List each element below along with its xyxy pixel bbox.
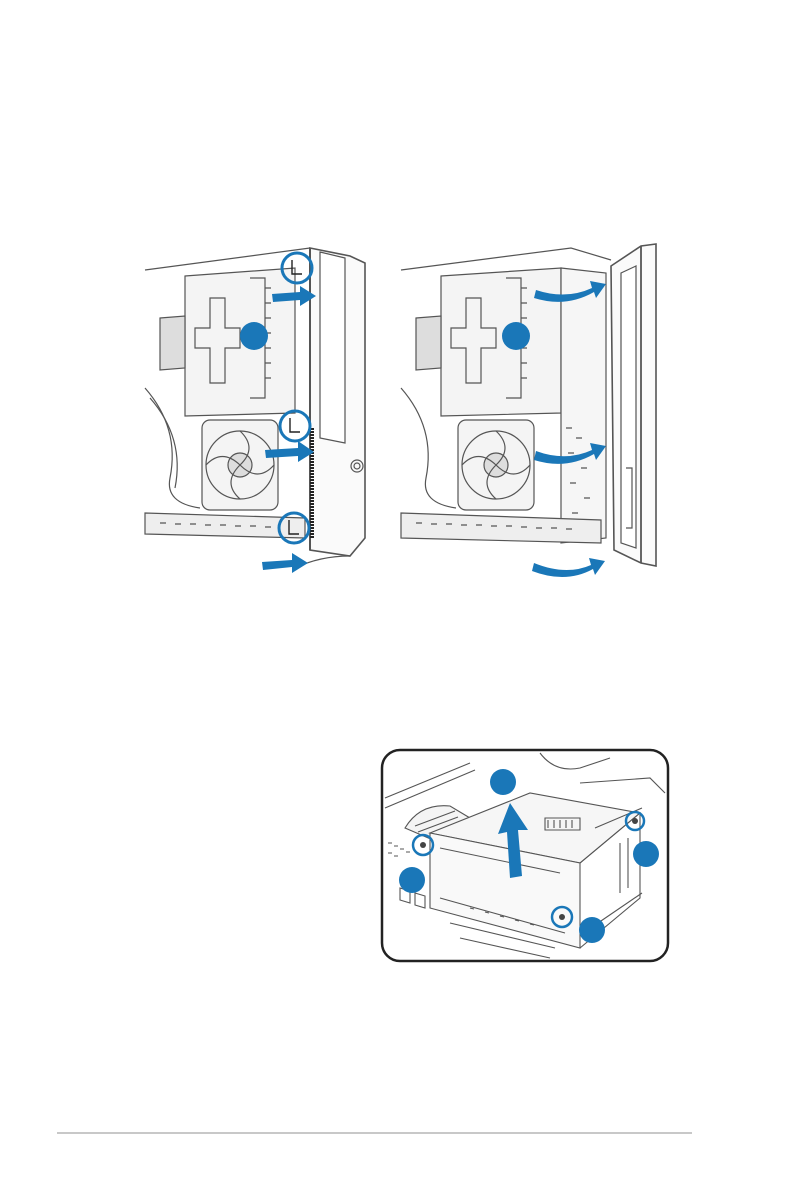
callout-circle-icon <box>633 841 659 867</box>
callout-circle-icon <box>502 322 530 350</box>
callout-circle-icon <box>240 322 268 350</box>
callout-circle-icon <box>579 917 605 943</box>
figure-drive-cage-removal <box>380 748 670 963</box>
callout-circle-icon <box>280 411 310 441</box>
arrow-right-icon <box>262 553 308 573</box>
curved-arrow-icon <box>532 558 605 577</box>
footer-rule <box>57 1132 692 1134</box>
callout-circle-icon <box>399 867 425 893</box>
figure-front-panel-open <box>396 238 662 580</box>
callout-circle-icon <box>282 253 312 283</box>
figure-front-panel-latches <box>140 238 372 580</box>
callout-circle-icon <box>490 769 516 795</box>
